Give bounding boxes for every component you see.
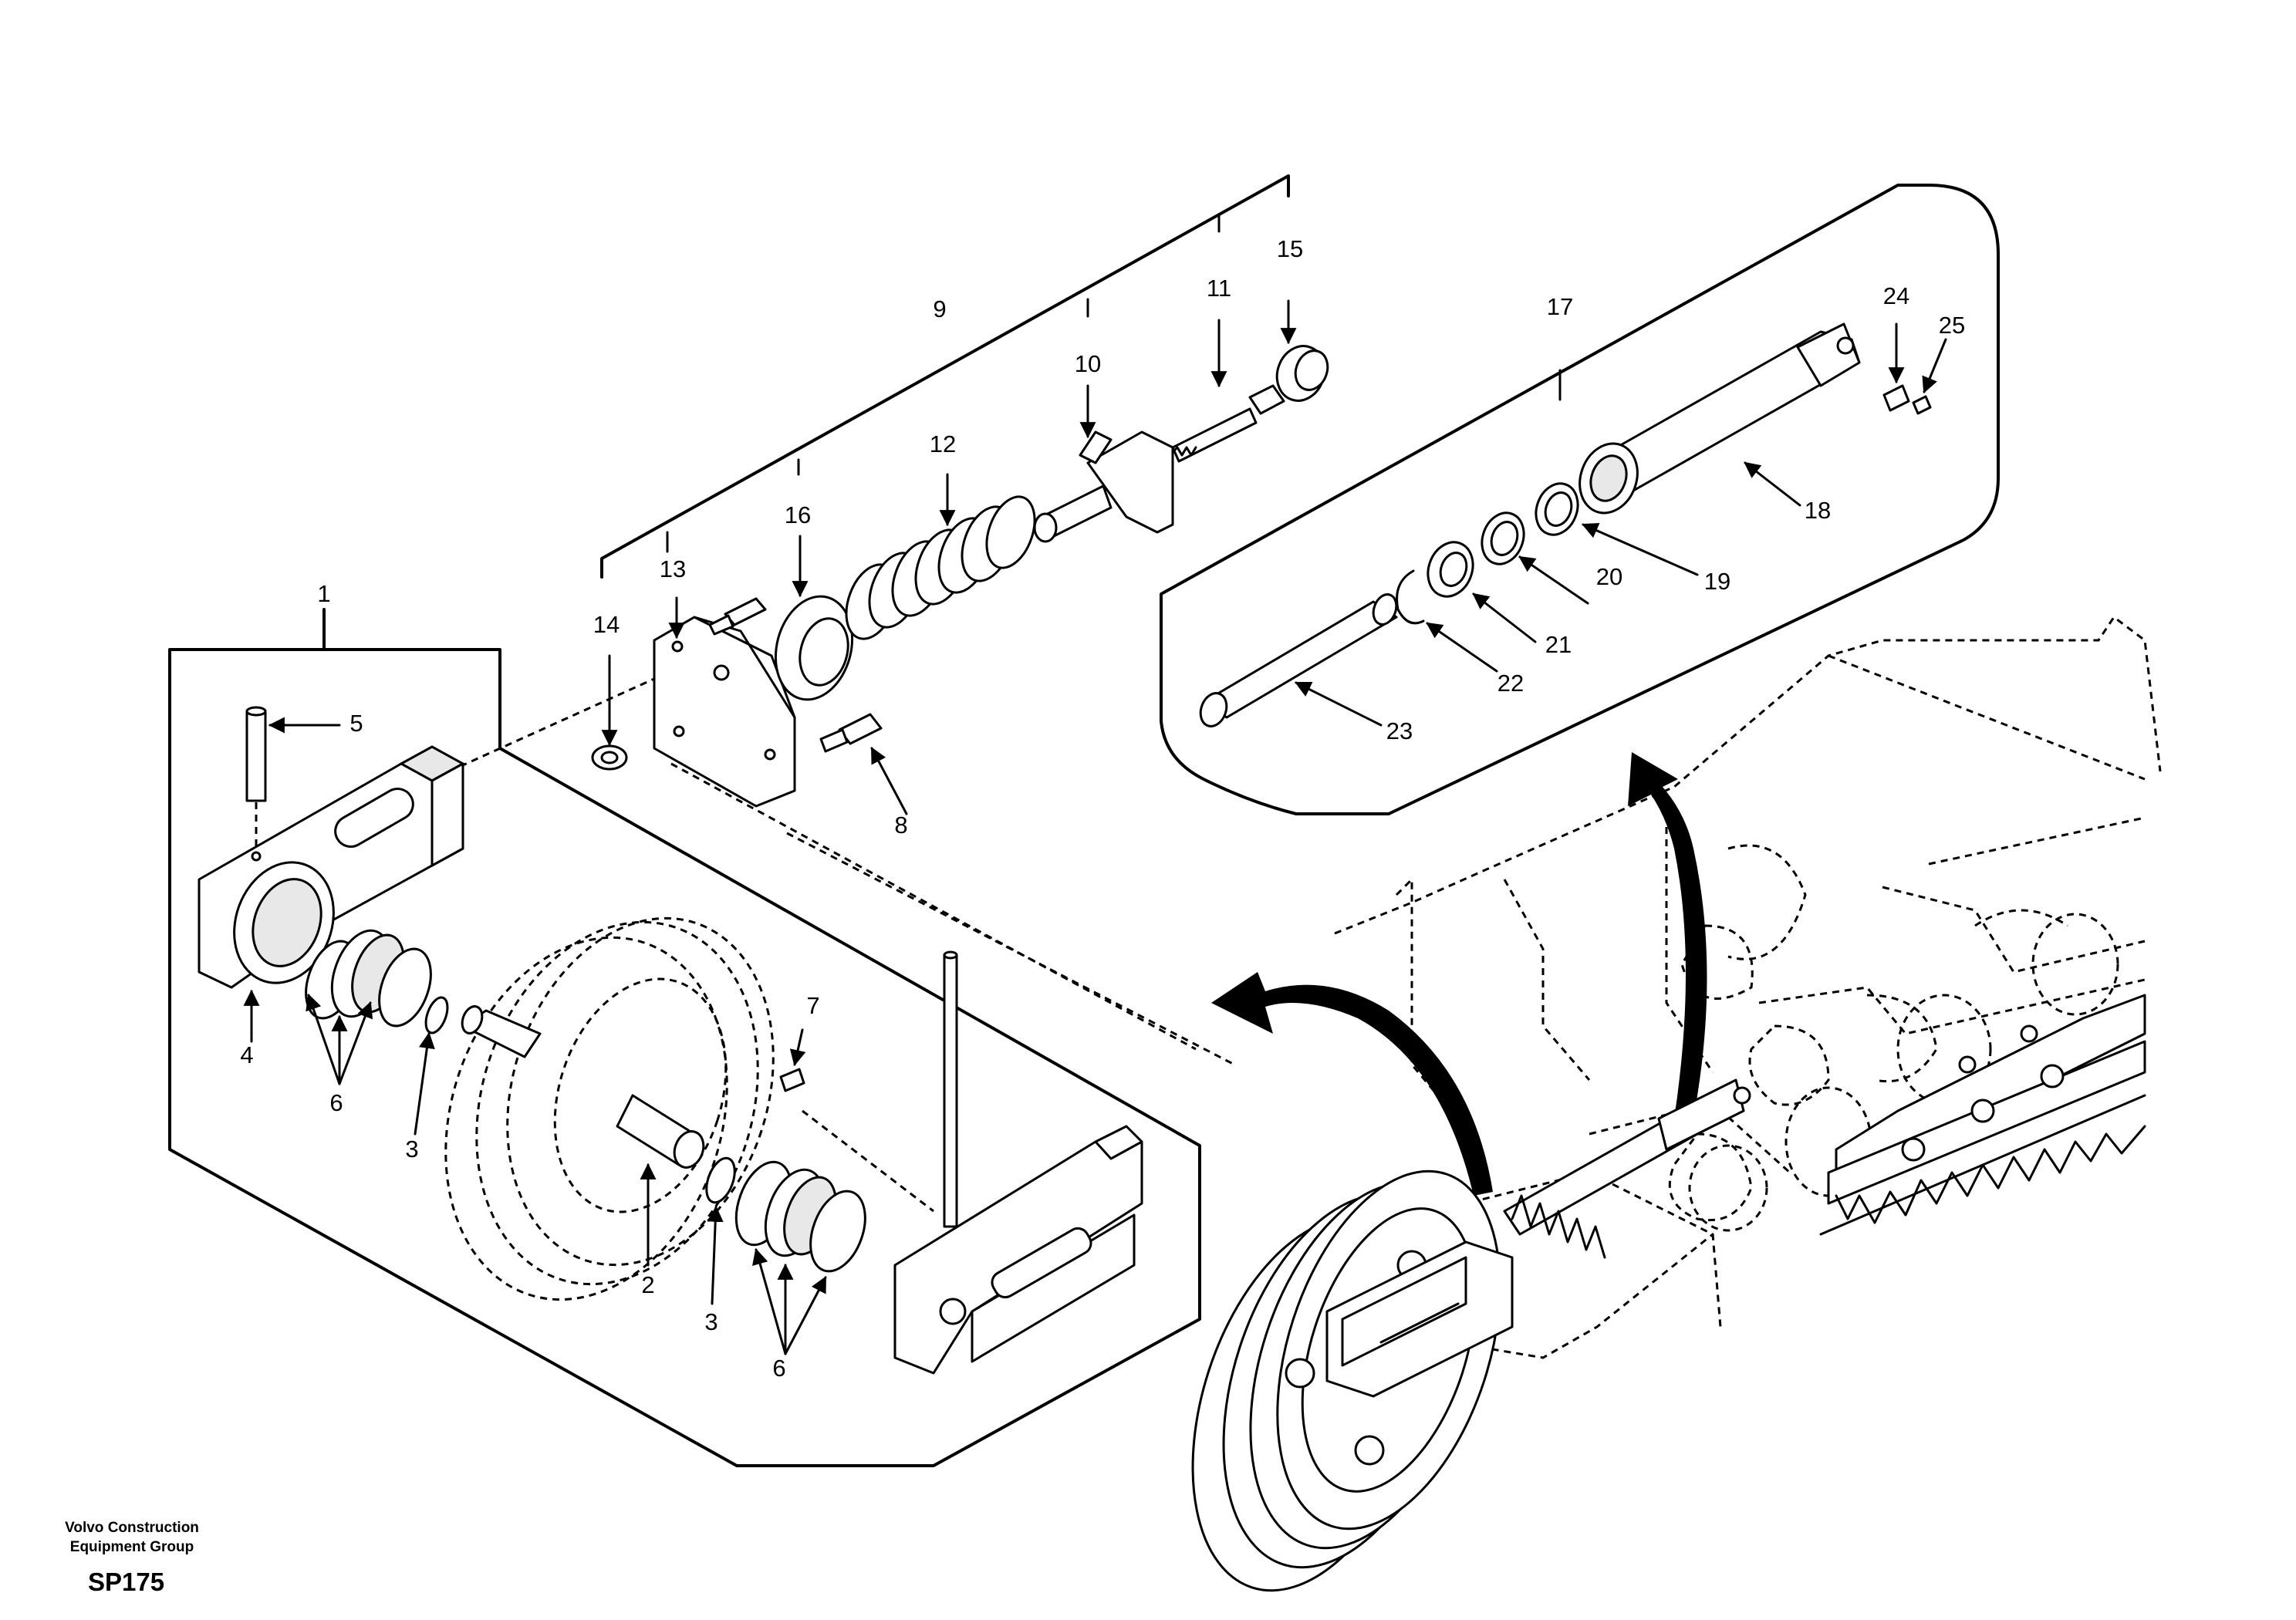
part-11-bolt: [1171, 384, 1285, 463]
arrow-to-cylinder-group: [1628, 752, 1707, 1119]
part-12-spring: [845, 495, 1036, 640]
part-13-plate: [653, 597, 796, 808]
callout-11: 11: [1207, 275, 1231, 302]
part-14-nut: [591, 744, 628, 771]
undercarriage-outline: [1334, 615, 2162, 1359]
part-6-seals-right: [734, 1160, 866, 1273]
callout-2: 2: [641, 1271, 654, 1298]
part-4-bracket: [198, 745, 466, 989]
detail-arrows: [1211, 752, 1707, 1196]
part-18-cylinder-tube: [1578, 322, 1861, 515]
part-21-bushing: [1427, 541, 1474, 598]
callout-8: 8: [894, 812, 907, 839]
callout-14: 14: [593, 611, 620, 638]
callout-7: 7: [806, 992, 819, 1019]
callout-18: 18: [1805, 497, 1831, 524]
sheet-code: SP175: [88, 1568, 165, 1596]
recoil-group-bracket: [600, 174, 1290, 579]
part-25-grease-nipple: [1912, 395, 1932, 415]
callout-25: 25: [1939, 312, 1965, 339]
callout-15: 15: [1277, 235, 1303, 262]
part-16-washer: [774, 595, 854, 701]
callout-19: 19: [1704, 568, 1730, 595]
part-3-oring-right: [705, 1156, 736, 1204]
part-2-idler-wheel: [444, 916, 775, 1301]
arrow-to-idler-group: [1211, 972, 1493, 1196]
part-10-yoke: [1033, 430, 1174, 543]
part-7-plug: [779, 1068, 805, 1092]
callout-5: 5: [349, 710, 363, 737]
track-chain: [1819, 994, 2146, 1236]
part-6-seals-left: [305, 929, 432, 1028]
cylinder-group-frame: [1160, 184, 2000, 815]
callout-24: 24: [1883, 282, 1909, 309]
callout-21: 21: [1545, 631, 1572, 658]
callout-1: 1: [317, 580, 330, 607]
idler-group-frame: [168, 608, 1201, 1467]
callout-6-right: 6: [772, 1355, 785, 1382]
callout-20: 20: [1596, 563, 1622, 590]
callout-22: 22: [1497, 670, 1524, 697]
callout-23: 23: [1386, 717, 1413, 744]
part-23-piston-rod: [1199, 593, 1398, 727]
callout-labels: 1 2 3 3 4 5 6 6 7 8 9 10 11 12 13 14 15 …: [240, 235, 1965, 1382]
alignment-dashes: [448, 670, 1235, 1213]
callout-16: 16: [785, 501, 811, 528]
part-19-seal: [1535, 482, 1579, 536]
part-15-collar: [1275, 345, 1329, 402]
callout-3-right: 3: [704, 1308, 718, 1335]
footer-block: Volvo Construction Equipment Group SP175: [43, 1518, 221, 1597]
callout-3-left: 3: [405, 1136, 418, 1163]
callout-10: 10: [1075, 350, 1101, 377]
part-4-bracket-right: [893, 950, 1143, 1375]
part-22-snap-ring: [1396, 569, 1425, 625]
part-24-fitting: [1882, 384, 1910, 412]
company-name-line-1: Volvo Construction: [65, 1520, 199, 1536]
part-5-pin: [245, 706, 267, 849]
installed-idler-assembly: [1191, 1078, 1751, 1592]
company-name-line-2: Equipment Group: [69, 1539, 194, 1555]
callout-9: 9: [933, 295, 946, 322]
part-8-bolt: [819, 713, 883, 753]
callout-12: 12: [930, 430, 956, 457]
callout-6-left: 6: [329, 1089, 343, 1116]
callout-leaders: [243, 299, 1947, 1355]
part-20-seal: [1481, 511, 1525, 565]
callout-17: 17: [1547, 293, 1573, 320]
callout-4: 4: [240, 1041, 253, 1068]
part-3-oring-left: [424, 996, 449, 1034]
callout-13: 13: [660, 555, 686, 582]
